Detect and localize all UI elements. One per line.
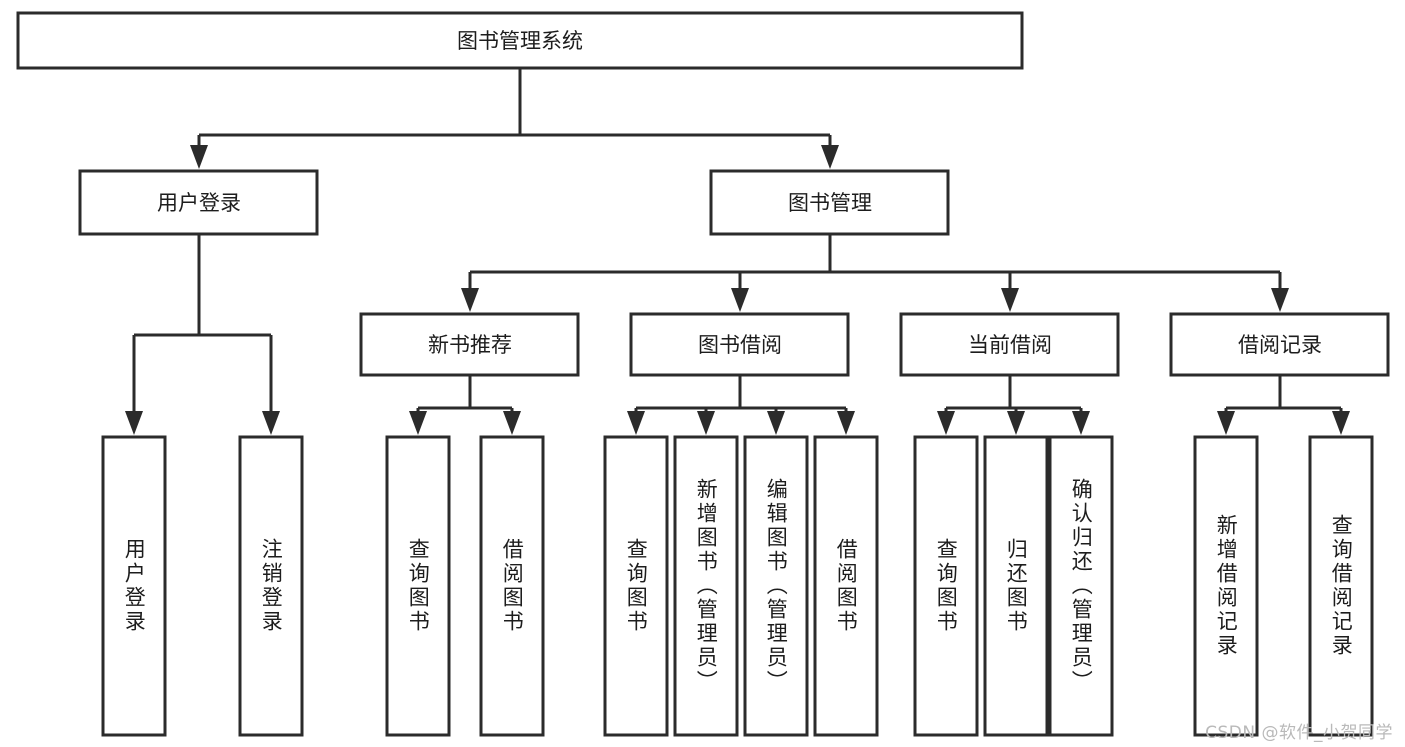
node-label-login: 用户登录 <box>157 191 241 215</box>
node-label-current: 当前借阅 <box>968 333 1052 357</box>
node-box-leaf-logout[interactable] <box>238 435 304 737</box>
node-box-leaf-edit-book[interactable] <box>743 435 809 737</box>
node-box-leaf-query-record[interactable] <box>1308 435 1374 737</box>
node-box-leaf-confirm-return[interactable] <box>1048 435 1114 737</box>
node-box-leaf-add-book[interactable] <box>673 435 739 737</box>
node-box-leaf-query-book-2[interactable] <box>603 435 669 737</box>
edge-group-newbook <box>409 375 521 435</box>
node-box-leaf-borrow-book-2[interactable] <box>813 435 879 737</box>
edge-group-borrow <box>627 375 855 435</box>
node-box-current[interactable] <box>899 312 1120 377</box>
edge-group-root <box>190 68 839 169</box>
node-box-leaf-return-book[interactable] <box>983 435 1049 737</box>
node-box-newbook[interactable] <box>359 312 580 377</box>
node-label-newbook: 新书推荐 <box>428 333 512 357</box>
node-box-leaf-borrow-book-1[interactable] <box>479 435 545 737</box>
node-box-records[interactable] <box>1169 312 1390 377</box>
node-label-records: 借阅记录 <box>1238 333 1322 357</box>
node-box-root[interactable] <box>16 11 1024 70</box>
node-box-bookmgmt[interactable] <box>709 169 950 236</box>
edge-group-records <box>1217 375 1350 435</box>
node-box-leaf-query-book-1[interactable] <box>385 435 451 737</box>
edge-group-login <box>125 234 280 435</box>
node-label-borrow: 图书借阅 <box>698 333 782 357</box>
node-box-borrow[interactable] <box>629 312 850 377</box>
node-box-leaf-add-record[interactable] <box>1193 435 1259 737</box>
edge-group-current <box>937 375 1090 435</box>
node-box-login[interactable] <box>78 169 319 236</box>
boxes-layer <box>16 11 1390 737</box>
node-box-leaf-user-login[interactable] <box>101 435 167 737</box>
node-label-root: 图书管理系统 <box>457 29 583 53</box>
edges-layer <box>125 68 1350 435</box>
csdn-watermark: CSDN @软件_小贺同学 <box>1205 723 1393 743</box>
edge-group-bookmgmt <box>461 234 1289 312</box>
node-box-leaf-query-book-3[interactable] <box>913 435 979 737</box>
node-label-bookmgmt: 图书管理 <box>788 191 872 215</box>
